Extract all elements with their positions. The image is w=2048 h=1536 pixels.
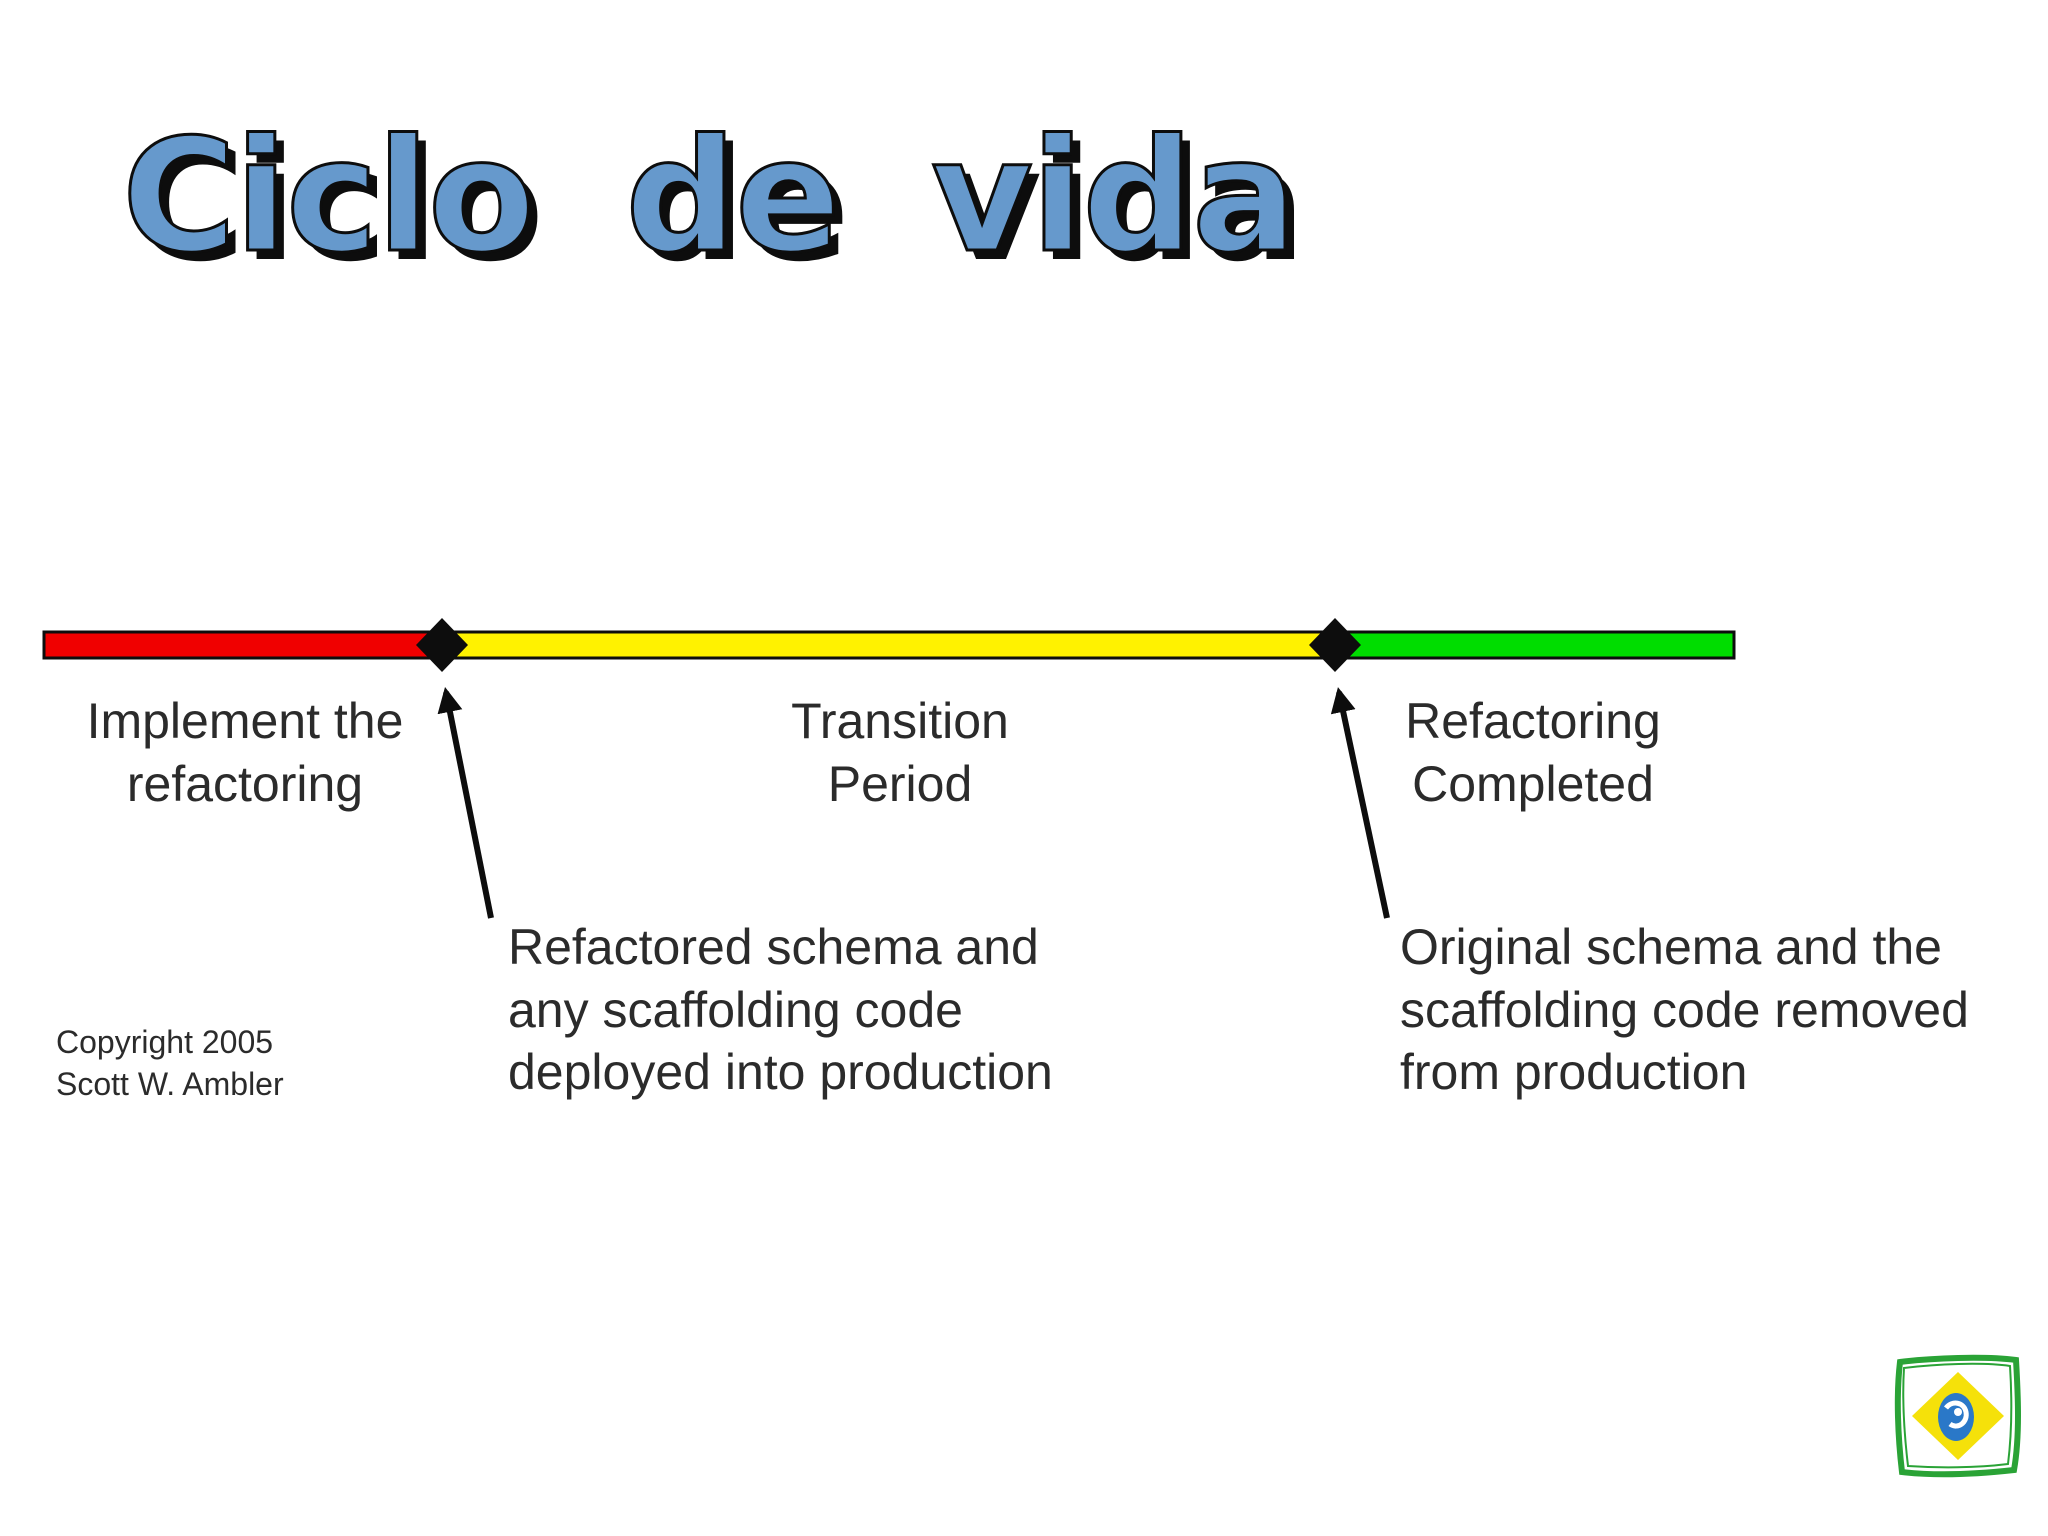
phase-label-implement: Implement the refactoring <box>86 693 404 812</box>
phase-label-transition: Transition Period <box>791 693 1009 812</box>
milestone-note-remove: Original schema and the scaffolding code… <box>1400 919 1969 1100</box>
phase-bar-transition <box>442 630 1336 660</box>
copyright-notice: Copyright 2005 Scott W. Ambler <box>56 1024 284 1102</box>
arrow-deploy <box>437 687 494 919</box>
slide-title: Ciclo de vida <box>120 105 1298 287</box>
phase-bar-implement <box>42 630 446 660</box>
arrow-remove <box>1330 687 1390 919</box>
milestone-note-deploy: Refactored schema and any scaffolding co… <box>508 919 1053 1100</box>
milestone-diamond-remove <box>1309 618 1361 672</box>
brazil-flag-icon <box>1894 1354 2021 1478</box>
phase-label-completed: Refactoring Completed <box>1405 693 1661 812</box>
milestone-diamond-deploy <box>416 618 468 672</box>
phase-bar-completed <box>1332 630 1736 660</box>
